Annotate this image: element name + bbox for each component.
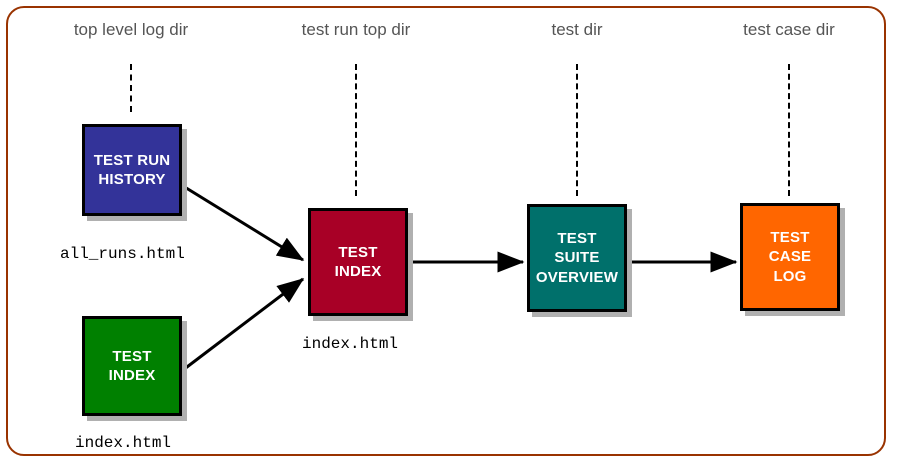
node-test-index-red[interactable]: TEST INDEX <box>308 208 408 316</box>
node-test-case-log-line-3: LOG <box>773 267 807 285</box>
node-test-suite-overview-line-1: TEST <box>557 230 597 248</box>
node-test-run-history[interactable]: TEST RUN HISTORY <box>82 124 182 216</box>
node-test-suite-overview-line-3: OVERVIEW <box>535 268 619 286</box>
node-test-index-green[interactable]: TEST INDEX <box>82 316 182 416</box>
dashed-line-top-level-log-dir <box>130 64 132 112</box>
node-test-index-red-line-1: TEST <box>338 243 378 261</box>
node-test-case-log[interactable]: TEST CASE LOG <box>740 203 840 311</box>
caption-index-html-red: index.html <box>302 335 399 353</box>
node-test-case-log-line-1: TEST <box>770 229 810 247</box>
column-header-test-dir: test dir <box>551 20 603 39</box>
column-header-test-case-dir: test case dir <box>743 20 835 39</box>
node-test-suite-overview-line-2: SUITE <box>554 249 600 267</box>
node-test-index-green-line-2: INDEX <box>108 367 156 384</box>
dashed-line-test-dir <box>576 64 578 196</box>
node-test-run-history-line-2: HISTORY <box>98 171 166 188</box>
node-test-index-red-line-2: INDEX <box>334 263 382 280</box>
node-test-index-green-line-1: TEST <box>112 347 152 365</box>
caption-all-runs-html: all_runs.html <box>60 245 185 263</box>
dashed-line-test-run-top-dir <box>355 64 357 196</box>
column-header-test-run-top-dir: test run top dir <box>301 20 411 39</box>
column-header-top-level-log-dir: top level log dir <box>73 20 189 39</box>
node-test-case-log-line-2: CASE <box>768 248 812 266</box>
node-test-suite-overview[interactable]: TEST SUITE OVERVIEW <box>527 204 627 312</box>
edge-green-index-to-index <box>182 277 305 372</box>
edge-history-to-index <box>182 184 305 262</box>
caption-index-html-green: index.html <box>75 434 172 452</box>
dashed-line-test-case-dir <box>788 64 790 196</box>
node-test-run-history-line-1: TEST RUN <box>93 151 171 169</box>
